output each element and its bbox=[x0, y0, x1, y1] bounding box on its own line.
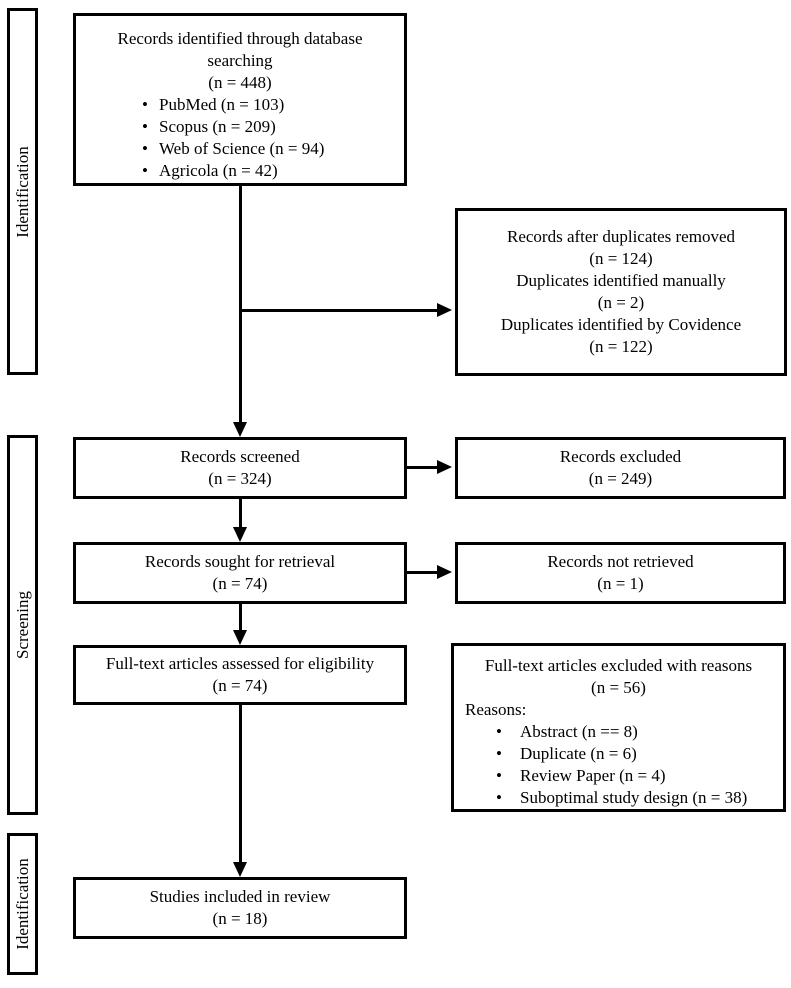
reason-suboptimal-design: Suboptimal study design (n = 38) bbox=[496, 787, 783, 809]
box-records-identified: Records identified through database sear… bbox=[73, 13, 407, 186]
source-pubmed: PubMed (n = 103) bbox=[142, 94, 404, 116]
duplicates-line: Records after duplicates removed bbox=[507, 227, 735, 246]
box-records-sought: Records sought for retrieval (n = 74) bbox=[73, 542, 407, 604]
stage-label-identification-top: Identification bbox=[12, 145, 32, 238]
records-screened-count: (n = 324) bbox=[208, 469, 272, 488]
source-web-of-science: Web of Science (n = 94) bbox=[142, 138, 404, 160]
stage-label-identification-bottom: Identification bbox=[12, 858, 32, 950]
arrow-sought-to-not-retrieved-line bbox=[407, 571, 437, 574]
arrow-sought-to-assessed-line bbox=[239, 604, 242, 630]
fulltext-excluded-count: (n = 56) bbox=[591, 678, 646, 697]
box-fulltext-excluded: Full-text articles excluded with reasons… bbox=[451, 643, 786, 812]
records-identified-count: (n = 448) bbox=[208, 73, 272, 92]
fulltext-excluded-reasons: Abstract (n == 8) Duplicate (n = 6) Revi… bbox=[496, 721, 783, 809]
fulltext-assessed-count: (n = 74) bbox=[212, 676, 268, 695]
reason-abstract: Abstract (n == 8) bbox=[496, 721, 783, 743]
source-agricola: Agricola (n = 42) bbox=[142, 160, 404, 182]
records-not-retrieved-title: Records not retrieved bbox=[547, 552, 694, 571]
records-sought-count: (n = 74) bbox=[212, 574, 268, 593]
records-excluded-count: (n = 249) bbox=[588, 469, 653, 488]
records-identified-sources: PubMed (n = 103) Scopus (n = 209) Web of… bbox=[142, 94, 404, 182]
arrow-assessed-to-included-head bbox=[233, 862, 247, 877]
records-excluded-title: Records excluded bbox=[559, 447, 682, 466]
arrow-screened-to-excluded-line bbox=[407, 466, 437, 469]
duplicates-line: (n = 124) bbox=[589, 249, 653, 268]
arrow-sought-to-assessed-head bbox=[233, 630, 247, 645]
arrow-branch-to-duplicates-head bbox=[437, 303, 452, 317]
box-duplicates-removed: Records after duplicates removed (n = 12… bbox=[455, 208, 787, 376]
records-not-retrieved-count: (n = 1) bbox=[597, 574, 644, 593]
duplicates-line: (n = 122) bbox=[589, 337, 653, 356]
box-records-excluded: Records excluded (n = 249) bbox=[455, 437, 786, 499]
records-identified-title: Records identified through database sear… bbox=[117, 29, 363, 70]
reason-duplicate: Duplicate (n = 6) bbox=[496, 743, 783, 765]
records-screened-title: Records screened bbox=[180, 447, 300, 466]
stage-box-identification-bottom: Identification bbox=[7, 833, 38, 975]
fulltext-excluded-title: Full-text articles excluded with reasons bbox=[484, 656, 753, 675]
fulltext-assessed-title: Full-text articles assessed for eligibil… bbox=[105, 654, 375, 673]
arrow-screened-to-excluded-head bbox=[437, 460, 452, 474]
arrow-identified-to-screened-head bbox=[233, 422, 247, 437]
box-studies-included: Studies included in review (n = 18) bbox=[73, 877, 407, 939]
arrow-assessed-to-included-line bbox=[239, 705, 242, 862]
box-fulltext-assessed: Full-text articles assessed for eligibil… bbox=[73, 645, 407, 705]
box-records-not-retrieved: Records not retrieved (n = 1) bbox=[455, 542, 786, 604]
arrow-screened-to-sought-head bbox=[233, 527, 247, 542]
reason-review-paper: Review Paper (n = 4) bbox=[496, 765, 783, 787]
stage-box-identification-top: Identification bbox=[7, 8, 38, 375]
studies-included-title: Studies included in review bbox=[149, 887, 331, 906]
records-sought-title: Records sought for retrieval bbox=[144, 552, 336, 571]
arrow-identified-to-screened-line bbox=[239, 186, 242, 422]
fulltext-excluded-reasons-label: Reasons: bbox=[465, 700, 527, 719]
arrow-sought-to-not-retrieved-head bbox=[437, 565, 452, 579]
duplicates-line: Duplicates identified by Covidence bbox=[500, 315, 742, 334]
stage-label-screening: Screening bbox=[12, 591, 32, 659]
studies-included-count: (n = 18) bbox=[212, 909, 268, 928]
duplicates-line: Duplicates identified manually bbox=[516, 271, 726, 290]
stage-box-screening: Screening bbox=[7, 435, 38, 815]
arrow-branch-to-duplicates-line bbox=[239, 309, 437, 312]
box-records-screened: Records screened (n = 324) bbox=[73, 437, 407, 499]
duplicates-line: (n = 2) bbox=[597, 293, 645, 312]
arrow-screened-to-sought-line bbox=[239, 499, 242, 527]
source-scopus: Scopus (n = 209) bbox=[142, 116, 404, 138]
